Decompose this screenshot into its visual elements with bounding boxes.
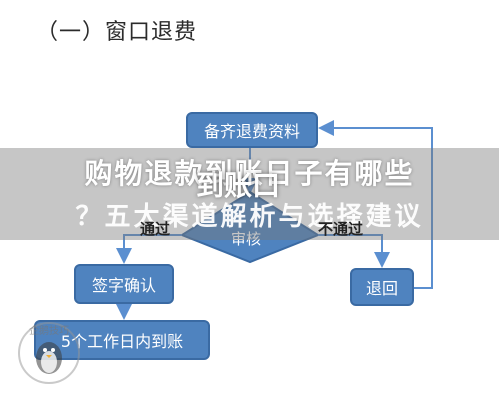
node-sign-confirm: 签字确认 (74, 264, 174, 304)
overlay-banner (0, 148, 499, 240)
label-pass: 通过 (140, 220, 171, 238)
penguin-watermark: 企鹅技巧 (14, 318, 84, 392)
overlay-title: 购物退款到账日子有哪些 (84, 157, 415, 190)
arrow-pass-branch (116, 234, 182, 264)
arrow-return-loop (318, 120, 433, 289)
review-decision-diamond (179, 190, 321, 264)
node-return: 退回 (350, 268, 414, 306)
penguin-logo-icon (18, 322, 80, 384)
arrow-fail-branch (318, 234, 390, 268)
node-review-label: 审核 (230, 230, 261, 248)
overlay-subtitle: ？五大渠道解析与选择建议 (75, 202, 424, 232)
watermark-text: 企鹅技巧 (29, 326, 69, 337)
label-fail: 不通过 (318, 220, 364, 238)
section-heading: （一）窗口退费 (36, 20, 198, 45)
node-prepare-refund-documents: 备齐退费资料 (186, 112, 318, 148)
overlay-highlight-word: 到账口 (196, 169, 281, 202)
